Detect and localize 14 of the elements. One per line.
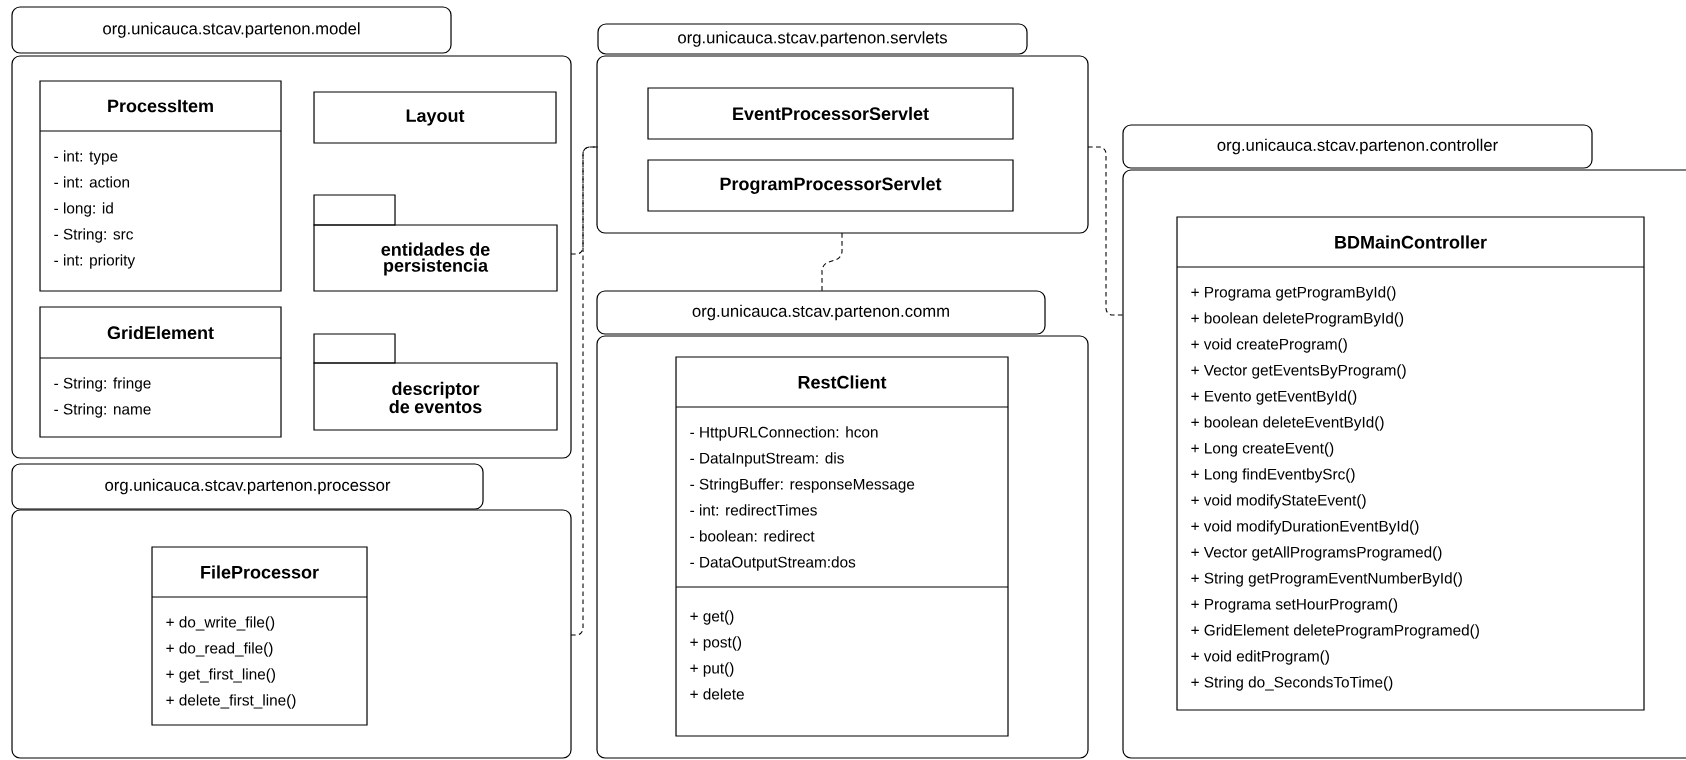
- class-box: ProgramProcessorServlet: [647, 159, 1014, 212]
- node-label: org.unicauca.stcav.partenon.servlets: [678, 31, 947, 47]
- class-box: RestClient - HttpURLConnection: hcon - DataInputStream: dis - StringBuffer: responseMessage - int: redirectTimes - boolean: redirect - DataOutputStream:dos + get() + post() + put() + delete: [675, 356, 1009, 737]
- dependency-line: [570, 146, 599, 255]
- node-label: org.unicauca.stcav.partenon.comm: [692, 304, 949, 321]
- class-box: BDMainController + Programa getProgramById() + boolean deleteProgramById() + void createProgram() + Vector getEventsByProgram() + Evento getEventById() + boolean deleteEventById() + Long createEvent() + Long findEventbySrc() + void modifyStateEvent() + void modifyDurationEventById() + Vector getAllProgramsProgramed() + String getProgramEventNumberById() + Programa setHourProgram() + GridElement deleteProgramProgramed() + void editProgram() + String do_SecondsToTime(): [1176, 216, 1645, 711]
- node-label: org.unicauca.stcav.partenon.processor: [105, 478, 391, 495]
- class-box: GridElement - String: fringe - String: name: [39, 306, 282, 438]
- class-box: Layout: [313, 91, 557, 144]
- node-label: org.unicauca.stcav.partenon.model: [103, 22, 360, 38]
- class-box: EventProcessorServlet: [647, 87, 1014, 140]
- dependency-line: [821, 232, 843, 292]
- class-box: ProcessItem - int: type - int: action - long: id - String: src - int: priority: [39, 80, 282, 292]
- class-box: FileProcessor + do_write_file() + do_read_file() + get_first_line() + delete_first_line(): [151, 546, 368, 726]
